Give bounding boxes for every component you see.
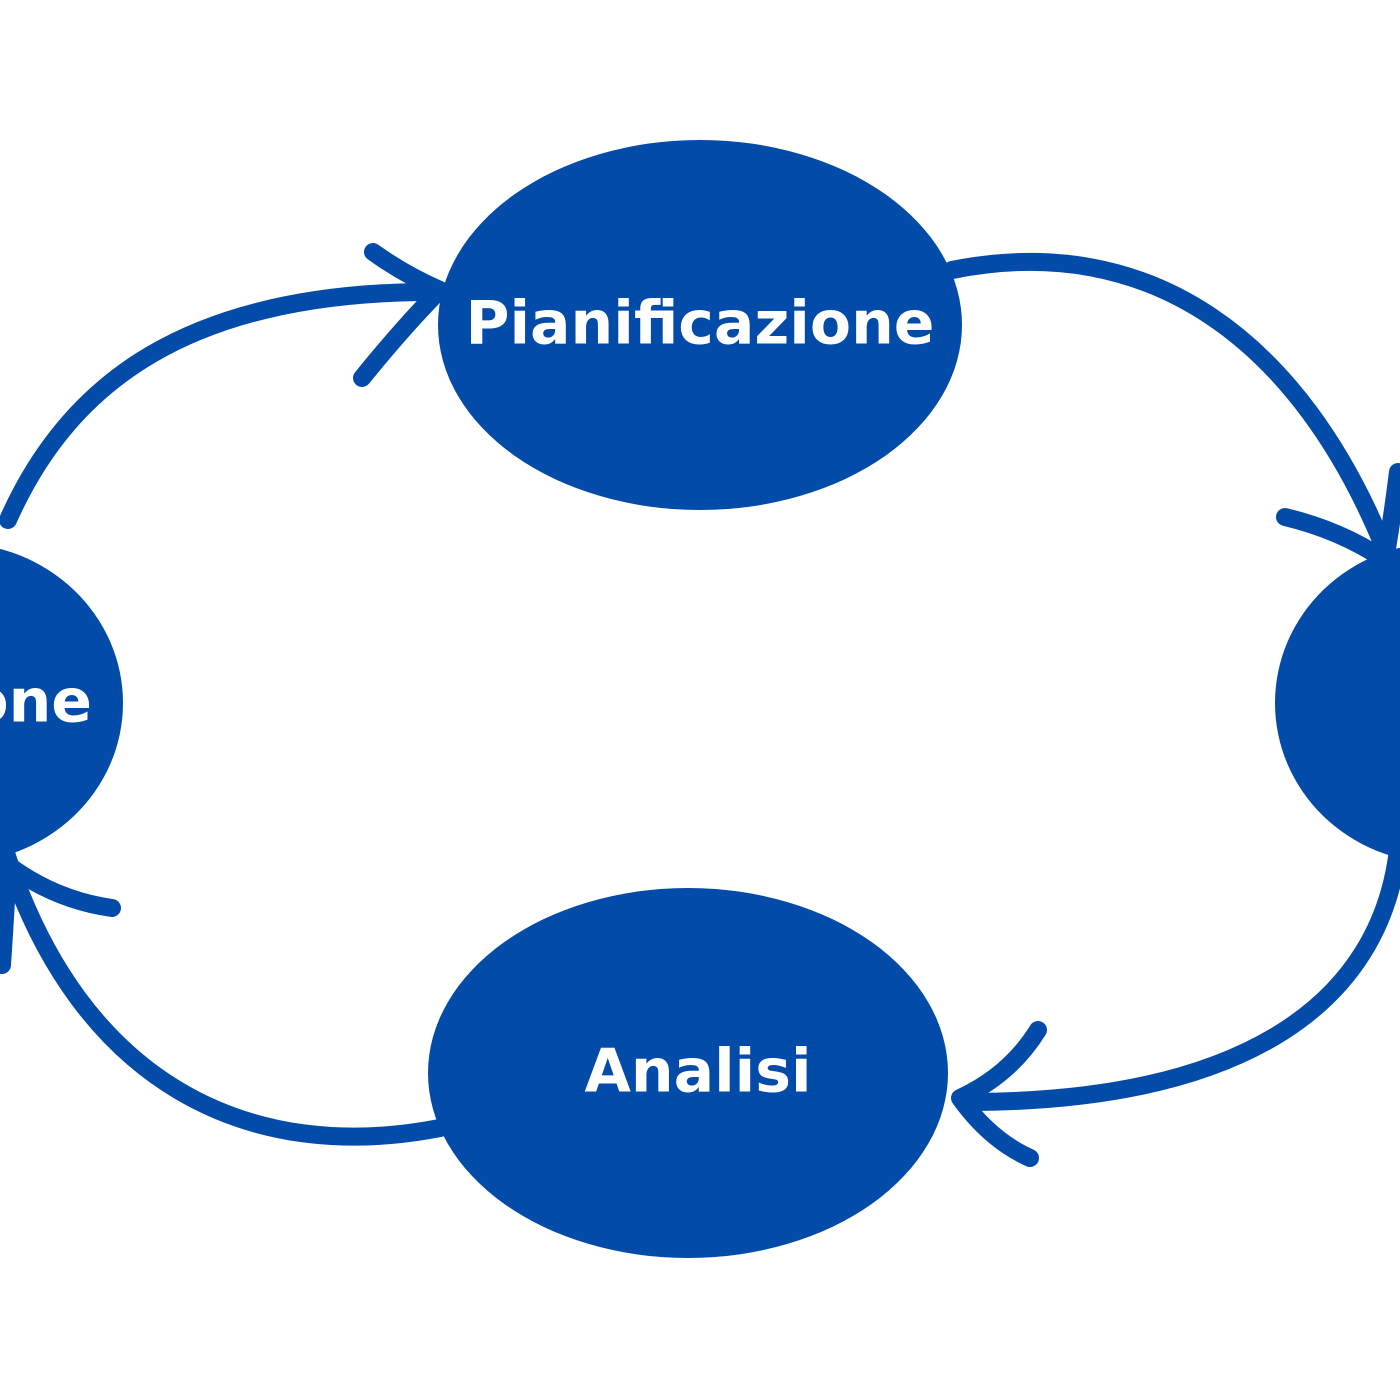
arrowhead-to-right-node — [1276, 463, 1400, 569]
node-bottom: Analisi — [428, 888, 948, 1258]
arrowhead-to-bottom-node — [951, 1021, 1047, 1167]
node-bottom-label: Analisi — [584, 1037, 811, 1107]
arrowhead-to-top-node — [353, 243, 449, 387]
node-bottom-shape — [428, 888, 948, 1258]
node-left-label: one — [0, 667, 92, 737]
node-left: one — [0, 548, 123, 858]
connector-bottom-to-left — [0, 841, 449, 1146]
node-right — [1275, 547, 1400, 859]
node-right-shape — [1275, 547, 1400, 859]
node-top: Pianificazione — [438, 140, 962, 510]
connector-top-to-right — [943, 252, 1394, 559]
connector-right-to-bottom — [966, 841, 1400, 1111]
node-top-label: Pianificazione — [466, 289, 935, 359]
arrowhead-to-left-node — [0, 856, 121, 974]
connector-left-to-top — [0, 283, 429, 529]
node-top-shape — [438, 140, 962, 510]
node-left-shape — [0, 548, 123, 858]
